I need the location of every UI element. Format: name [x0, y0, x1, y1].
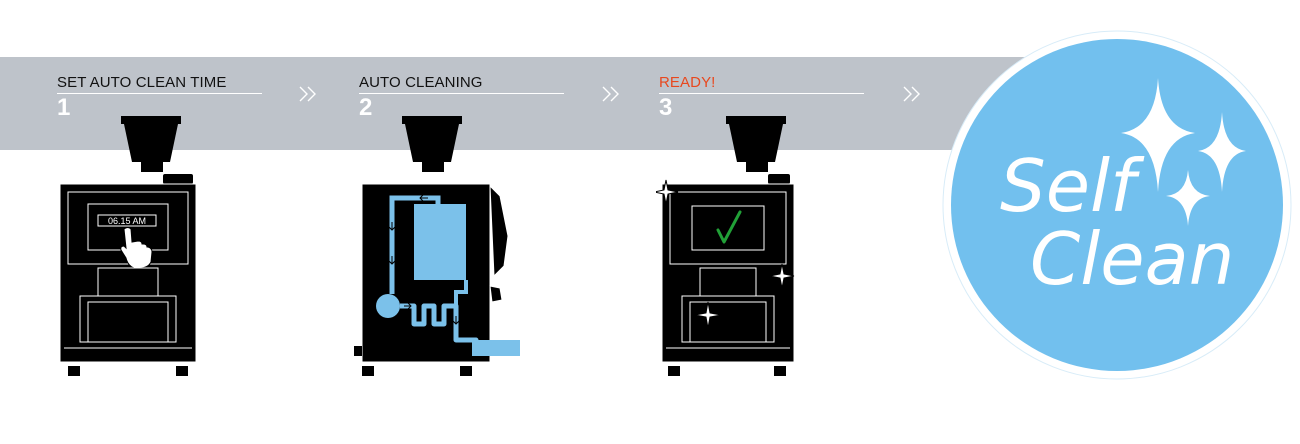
step-2-title: AUTO CLEANING	[359, 74, 564, 94]
hand-pointer-icon	[120, 227, 153, 269]
step-2-number: 2	[359, 94, 373, 121]
step-3-number: 3	[659, 94, 673, 121]
bean-hopper	[402, 116, 462, 172]
machine-step-2	[354, 116, 520, 376]
step-3-title: READY!	[659, 74, 864, 94]
flow-arrows	[388, 194, 460, 325]
step-2-header: AUTO CLEANING 2	[359, 74, 564, 120]
badge-word-clean: Clean	[1030, 217, 1235, 301]
machine-step-1: 06.15 AM	[59, 116, 197, 376]
sparkle-icon	[694, 301, 722, 329]
chevron-double-right-icon	[299, 86, 316, 102]
sparkle-icon	[1121, 78, 1195, 192]
chevron-double-right-icon	[602, 86, 619, 102]
sparkle-icon	[1166, 170, 1210, 226]
sparkle-icon	[769, 263, 795, 289]
bean-hopper	[121, 116, 193, 184]
bean-hopper	[726, 116, 790, 184]
check-icon	[716, 210, 742, 244]
water-circuit	[376, 195, 520, 356]
self-clean-badge: Self Clean	[942, 30, 1292, 380]
step-1-header: SET AUTO CLEAN TIME 1	[57, 74, 262, 120]
step-1-number: 1	[57, 94, 71, 121]
sparkle-icon	[656, 179, 679, 205]
sparkle-icon	[1198, 112, 1246, 192]
chevron-double-right-icon	[903, 86, 920, 102]
step-1-title: SET AUTO CLEAN TIME	[57, 74, 262, 94]
machine-step-3	[656, 116, 795, 376]
step-3-header: READY! 3	[659, 74, 864, 120]
badge-word-self: Self	[1000, 144, 1136, 228]
clean-time-display: 06.15 AM	[108, 216, 146, 226]
